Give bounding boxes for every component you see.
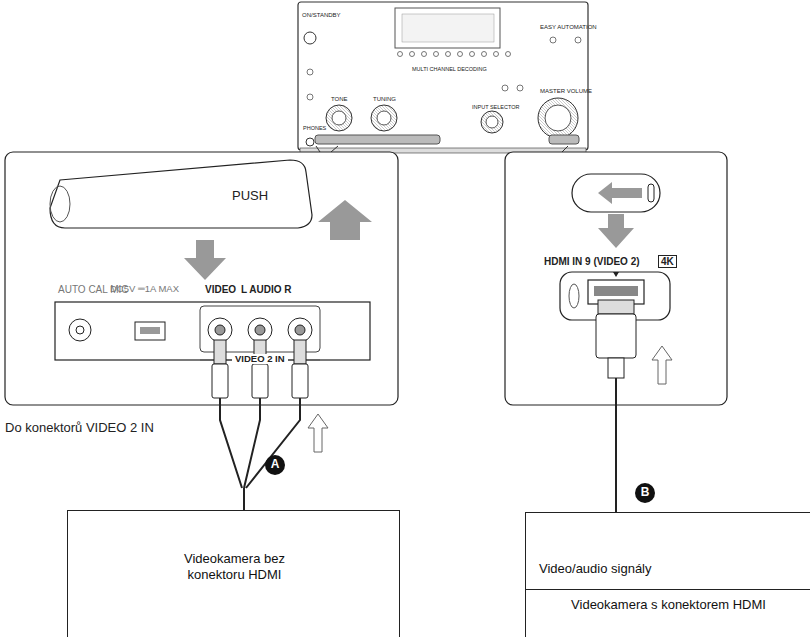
panel-label: MULTI CHANNEL DECODING [412,66,487,72]
jack-label: VIDEO [205,284,236,295]
divider-line [526,589,810,590]
panel-label: PHONES [303,125,326,131]
jack-group-label: VIDEO 2 IN [232,354,288,364]
connector-note: Do konektorů VIDEO 2 IN [5,421,154,435]
push-label: PUSH [232,189,268,203]
device-text: Videokamera s konektorem HDMI [571,597,766,613]
panel-label: TONE [331,96,348,103]
port-label: HDMI IN 9 (VIDEO 2) [544,256,640,267]
port-label: 4K [658,255,677,268]
jack-label: DC5V ═1A MAX [110,284,179,294]
device-text: Videokamera bez konektoru HDMI [160,551,310,584]
panel-label: EASY AUTOMATION [540,24,597,31]
callout-letter: B [641,486,650,499]
panel-label: ON/STANDBY [302,12,341,19]
panel-label: INPUT SELECTOR [472,104,519,110]
camcorder-box: Video/audio signályVideokamera s konekto… [525,512,810,637]
camcorder-box: Videokamera bez konektoru HDMI [67,510,400,637]
jack-label: L AUDIO R [241,284,292,295]
callout-letter: A [271,458,280,471]
panel-label: TUNING [373,96,396,103]
device-text: Video/audio signály [539,561,652,577]
panel-label: MASTER VOLUME [540,88,592,95]
